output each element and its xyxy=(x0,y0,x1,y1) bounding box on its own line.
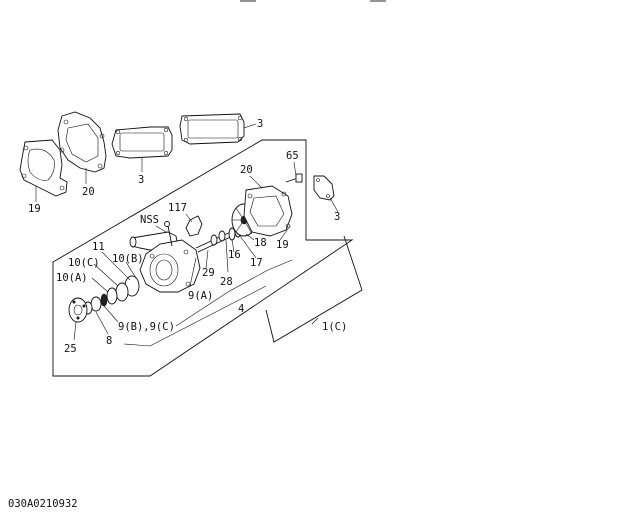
gasket-3-right xyxy=(313,175,335,201)
label-29: 29 xyxy=(202,267,215,279)
leader-10a xyxy=(91,277,109,293)
cover-20-right xyxy=(243,185,293,237)
label-3-middle: 3 xyxy=(138,174,144,186)
pump-body xyxy=(129,215,203,293)
leader-28 xyxy=(225,239,229,273)
label-nss: NSS xyxy=(140,214,159,226)
label-4: 4 xyxy=(238,303,244,315)
bracket-8 xyxy=(123,343,151,347)
label-28: 28 xyxy=(220,276,233,288)
leader-9bc xyxy=(103,305,119,323)
label-3-right: 3 xyxy=(334,211,340,223)
bracket-9bc xyxy=(175,259,293,327)
label-20-right: 20 xyxy=(240,164,253,176)
bearing-stack xyxy=(83,275,140,315)
label-20-left: 20 xyxy=(82,186,95,198)
gasket-3-top xyxy=(179,113,245,145)
label-10a: 10(A) xyxy=(56,272,88,284)
label-3-top: 3 xyxy=(257,118,263,130)
leader-25 xyxy=(73,321,77,341)
label-16: 16 xyxy=(228,249,241,261)
shaft xyxy=(195,223,251,253)
flange-25 xyxy=(68,297,88,323)
leader-18 xyxy=(245,233,255,241)
leader-117 xyxy=(185,213,193,223)
label-19-left: 19 xyxy=(28,203,41,215)
leader-3-right xyxy=(329,197,339,213)
leader-16 xyxy=(231,239,235,253)
assembly-frame xyxy=(52,139,354,377)
leader-nss xyxy=(155,225,167,233)
label-117: 117 xyxy=(168,202,187,214)
leader-19-right xyxy=(279,225,291,241)
label-65: 65 xyxy=(286,150,299,162)
bolt-nss xyxy=(164,221,173,247)
bracket-4 xyxy=(149,285,267,347)
leader-11 xyxy=(101,251,131,281)
label-9bc: 9(B),9(C) xyxy=(118,321,175,333)
leader-10c xyxy=(93,263,119,287)
leader-29 xyxy=(205,249,209,269)
gasket-19-left xyxy=(19,139,68,197)
plate-20-left xyxy=(57,111,107,173)
bracket-1c xyxy=(265,235,363,343)
leader-20-right xyxy=(249,175,263,189)
label-18: 18 xyxy=(254,237,267,249)
label-10c: 10(C) xyxy=(68,257,100,269)
drawing-code: 030A0210932 xyxy=(8,498,78,510)
label-11: 11 xyxy=(92,241,105,253)
label-17: 17 xyxy=(250,257,263,269)
bolt-65 xyxy=(285,173,303,183)
leader-65 xyxy=(293,161,297,177)
gasket-3-middle xyxy=(111,126,173,159)
label-8: 8 xyxy=(106,335,112,347)
leader-1c xyxy=(311,317,319,325)
label-19-right: 19 xyxy=(276,239,289,251)
label-1c: 1(C) xyxy=(322,321,347,333)
leader-10b xyxy=(125,261,137,279)
label-10b: 10(B) xyxy=(112,253,144,265)
leader-9a xyxy=(189,257,197,287)
leader-8 xyxy=(95,311,109,335)
label-9a: 9(A) xyxy=(188,290,213,302)
label-25: 25 xyxy=(64,343,77,355)
leader-3-top xyxy=(243,123,257,129)
leader-17 xyxy=(239,235,257,259)
